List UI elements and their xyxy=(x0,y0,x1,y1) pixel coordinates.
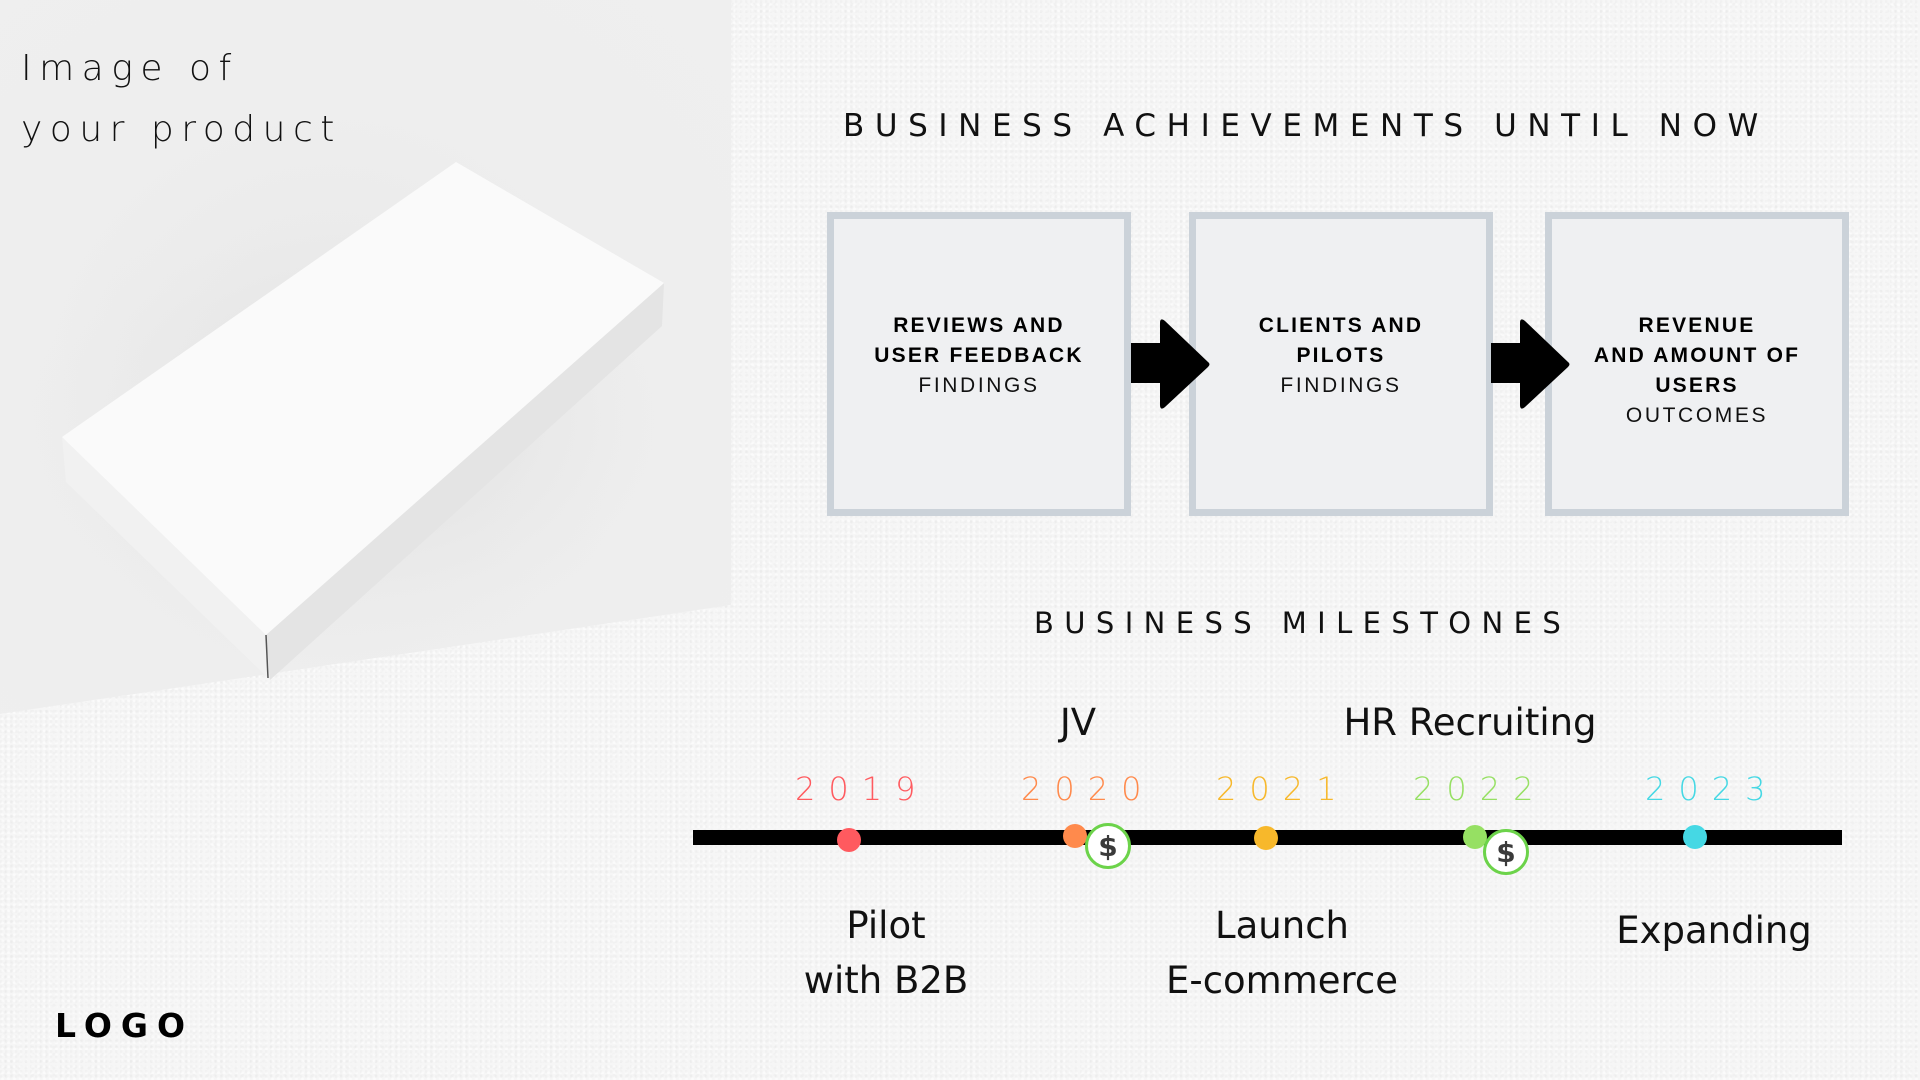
step-box-revenue: REVENUE AND AMOUNT OF USERS OUTCOMES xyxy=(1545,212,1849,516)
achievements-title: BUSINESS ACHIEVEMENTS UNTIL NOW xyxy=(843,108,1769,144)
step-box-clients: CLIENTS AND PILOTS FINDINGS xyxy=(1189,212,1493,516)
timeline-dot-2023 xyxy=(1683,825,1707,849)
box-top xyxy=(62,162,664,635)
product-box-image xyxy=(30,162,690,680)
year-label-2020: 2020 xyxy=(1021,770,1155,808)
logo: LOGO xyxy=(55,1006,195,1045)
timeline-dot-2020 xyxy=(1063,824,1087,848)
step-heading-line: REVENUE xyxy=(1638,314,1756,337)
milestone-label-hr-recruiting: HR Recruiting xyxy=(1343,701,1597,744)
caption-line-1: Image of xyxy=(21,48,239,89)
dollar-icon: $ xyxy=(1483,829,1529,875)
arrow-right-icon xyxy=(1491,319,1570,409)
dollar-icon: $ xyxy=(1085,823,1131,869)
milestone-label-pilot: Pilot with B2B xyxy=(804,898,969,1008)
step-subtitle: FINDINGS xyxy=(1280,374,1402,397)
label-line: Pilot xyxy=(846,904,926,947)
step-heading-line: REVIEWS AND xyxy=(893,314,1065,337)
step-subtitle: OUTCOMES xyxy=(1625,404,1769,427)
box-edge xyxy=(265,634,269,679)
caption-line-2: your product xyxy=(21,109,342,150)
step-subtitle: FINDINGS xyxy=(918,374,1040,397)
box-side-front xyxy=(62,437,270,680)
milestones-title: BUSINESS MILESTONES xyxy=(1034,606,1572,640)
step-heading-line: PILOTS xyxy=(1296,344,1386,367)
label-line: E-commerce xyxy=(1165,959,1399,1002)
label-line: with B2B xyxy=(803,959,969,1002)
step-box-reviews: REVIEWS AND USER FEEDBACK FINDINGS xyxy=(827,212,1131,516)
timeline-dot-2021 xyxy=(1254,826,1278,850)
year-label-2023: 2023 xyxy=(1645,770,1779,808)
step-heading-line: USERS xyxy=(1655,374,1739,397)
step-heading-line: AND AMOUNT OF xyxy=(1593,344,1801,367)
milestone-label-launch: Launch E-commerce xyxy=(1166,898,1398,1008)
product-caption: Image of your product xyxy=(21,38,342,160)
milestone-label-jv: JV xyxy=(1059,701,1097,744)
year-label-2019: 2019 xyxy=(795,770,929,808)
box-side-right xyxy=(266,283,664,680)
timeline-dot-2019 xyxy=(837,828,861,852)
step-heading-line: CLIENTS AND xyxy=(1258,314,1424,337)
step-heading-line: USER FEEDBACK xyxy=(874,344,1084,367)
label-line: Launch xyxy=(1215,904,1349,947)
milestone-label-expanding: Expanding xyxy=(1616,909,1812,952)
arrow-right-icon xyxy=(1131,319,1210,409)
year-label-2021: 2021 xyxy=(1216,770,1350,808)
year-label-2022: 2022 xyxy=(1413,770,1547,808)
